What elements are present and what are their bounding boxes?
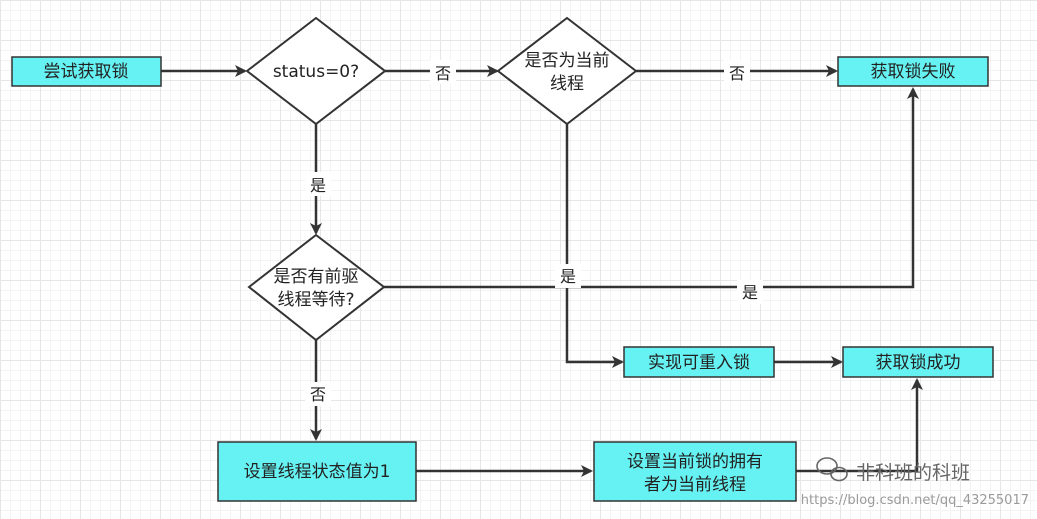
node-success: 获取锁成功	[842, 346, 994, 378]
node-predecessor-label-2: 线程等待?	[277, 290, 354, 310]
edge-current-to-reentrant	[565, 124, 624, 368]
node-is-current: 是否为当前 线程	[496, 16, 638, 126]
node-try-lock: 尝试获取锁	[11, 56, 162, 87]
node-fail-label: 获取锁失败	[871, 62, 956, 82]
watermark-url: https://blog.csdn.net/qq_43255017	[801, 493, 1029, 508]
edge-label-predecessor-no: 否	[310, 385, 326, 404]
edge-label-current-yes: 是	[560, 267, 576, 286]
node-status-check-label: status=0?	[273, 62, 359, 82]
node-set-owner: 设置当前锁的拥有 者为当前线程	[593, 441, 797, 502]
node-predecessor-label-1: 是否有前驱	[274, 267, 359, 287]
node-try-lock-label: 尝试获取锁	[44, 62, 129, 82]
node-is-current-label-1: 是否为当前	[525, 51, 610, 71]
edge-label-status-yes: 是	[310, 176, 326, 195]
edge-label-predecessor-yes: 是	[742, 283, 758, 302]
node-set-state: 设置线程状态值为1	[217, 441, 417, 502]
node-status-check: status=0?	[245, 16, 387, 126]
edge-label-status-no: 否	[435, 64, 451, 83]
edge-label-current-no: 否	[729, 64, 745, 83]
node-reentrant: 实现可重入锁	[623, 346, 775, 378]
node-fail: 获取锁失败	[837, 56, 989, 87]
node-set-owner-label-1: 设置当前锁的拥有	[627, 452, 763, 472]
node-predecessor: 是否有前驱 线程等待?	[247, 233, 386, 342]
edge-set-owner-to-success	[796, 378, 923, 473]
node-set-state-label: 设置线程状态值为1	[244, 462, 391, 482]
wechat-icon	[816, 457, 848, 482]
watermark: 非科班的科班 https://blog.csdn.net/qq_43255017	[801, 457, 1029, 508]
node-set-owner-label-2: 者为当前线程	[644, 475, 746, 495]
watermark-name: 非科班的科班	[856, 462, 970, 484]
edge-labels: 否 否 是 是 是 否	[305, 60, 763, 406]
edge-predecessor-to-fail	[384, 87, 919, 289]
node-reentrant-label: 实现可重入锁	[648, 353, 750, 373]
node-is-current-label-2: 线程	[550, 74, 584, 94]
node-success-label: 获取锁成功	[876, 353, 961, 373]
